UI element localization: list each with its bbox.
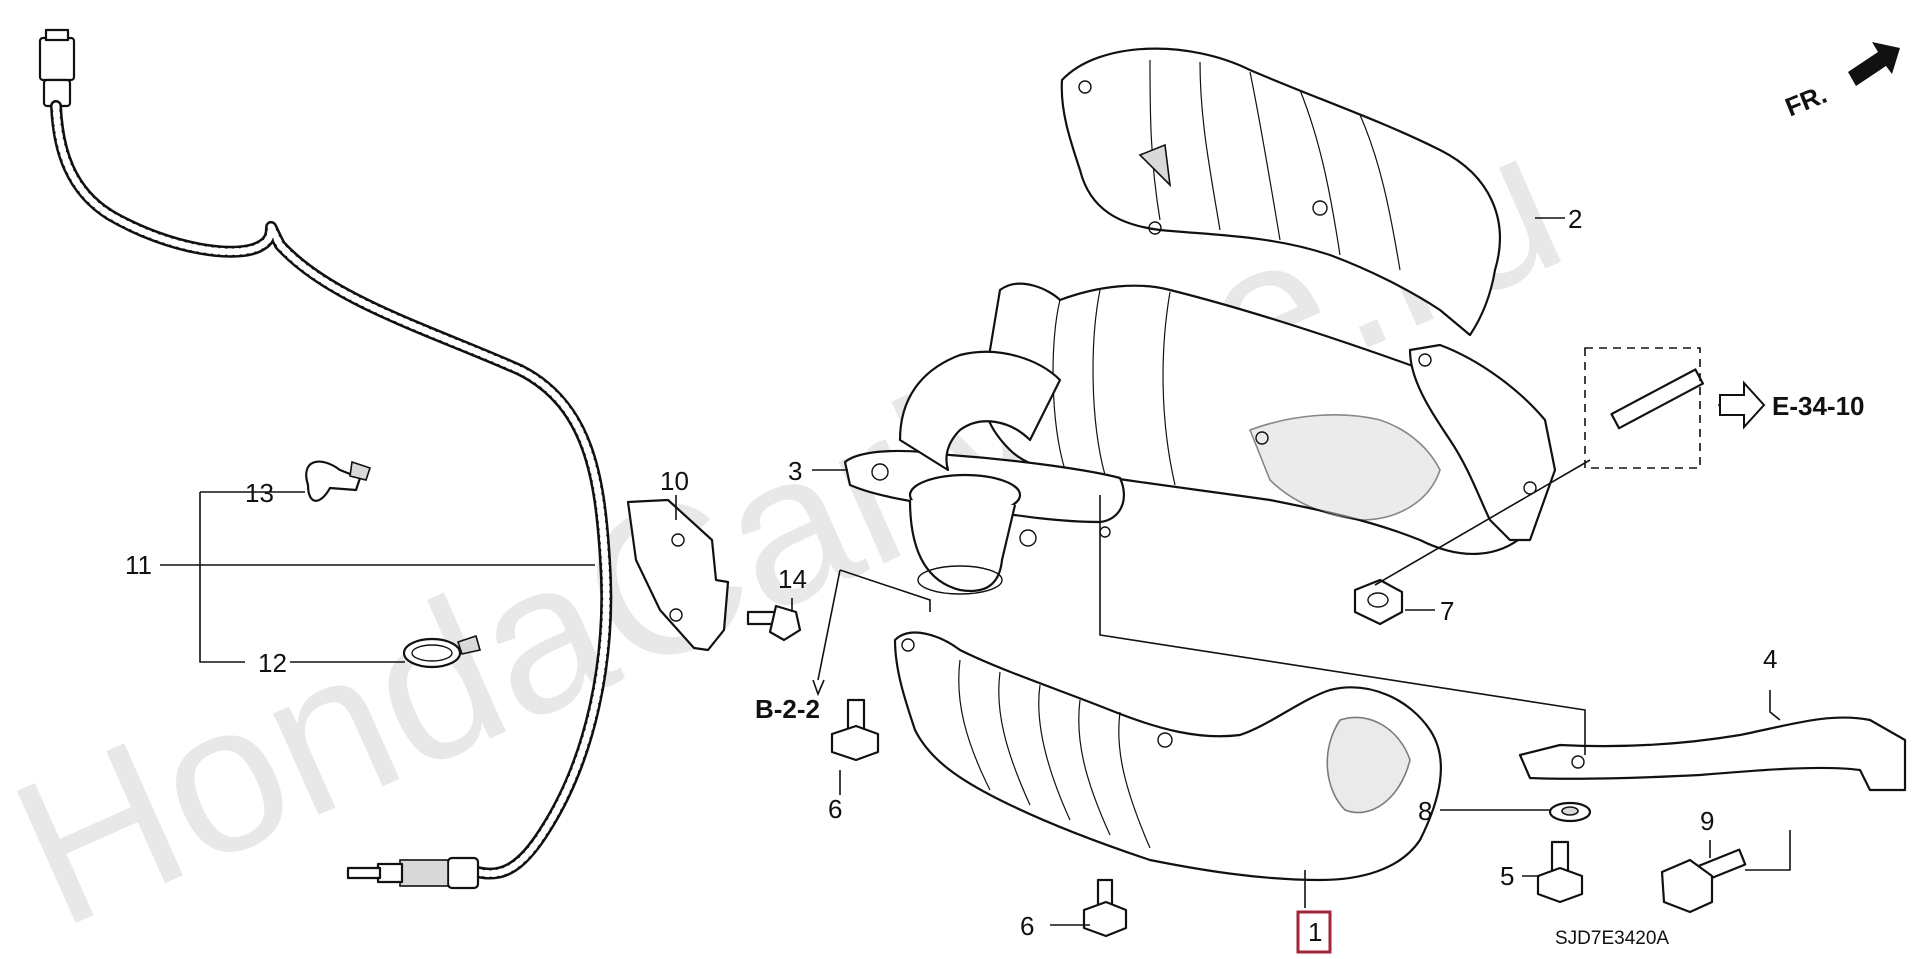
front-direction-label: FR. — [1781, 79, 1831, 123]
callout-4[interactable]: 4 — [1763, 644, 1777, 674]
bolt-9[interactable] — [1660, 848, 1747, 914]
reference-e-34-10[interactable]: E-34-10 — [1772, 391, 1865, 421]
wire-clip-12[interactable] — [402, 634, 482, 669]
bolt-5[interactable] — [1536, 840, 1584, 904]
callout-1-highlight — [1296, 910, 1332, 954]
upper-heat-shield-2[interactable] — [1060, 47, 1501, 337]
nut-7[interactable] — [1353, 578, 1404, 626]
callout-3[interactable]: 3 — [788, 456, 802, 486]
catalytic-converter-3[interactable] — [843, 282, 1557, 595]
stud-bolt[interactable] — [1610, 368, 1705, 430]
drawing-code: SJD7E3420A — [1555, 928, 1669, 949]
leader-lines — [160, 217, 1791, 926]
callout-10[interactable]: 10 — [660, 466, 689, 496]
callout-2[interactable]: 2 — [1568, 204, 1582, 234]
bolt-6-lower[interactable] — [1082, 878, 1128, 938]
callout-13[interactable]: 13 — [245, 478, 274, 508]
wire-clip-13[interactable] — [305, 460, 372, 502]
callout-11[interactable]: 11 — [125, 550, 152, 580]
callout-1[interactable]: 1 — [1308, 917, 1322, 947]
bolt-6-upper[interactable] — [830, 698, 880, 762]
callout-12[interactable]: 12 — [258, 648, 287, 678]
reference-arrow-icon — [1719, 380, 1766, 430]
callout-8[interactable]: 8 — [1418, 796, 1432, 826]
callout-9[interactable]: 9 — [1700, 806, 1714, 836]
front-direction-arrow-icon — [1848, 42, 1900, 86]
callout-5[interactable]: 5 — [1500, 861, 1514, 891]
callout-6-lower[interactable]: 6 — [1020, 911, 1034, 941]
sensor-bracket-10[interactable] — [626, 498, 730, 652]
converter-stay-4[interactable] — [1518, 716, 1907, 792]
reference-b-2-2[interactable]: B-2-2 — [755, 694, 820, 724]
stud-detail-box — [1584, 347, 1701, 469]
washer-8[interactable] — [1548, 801, 1592, 823]
callout-7[interactable]: 7 — [1440, 596, 1454, 626]
bolt-14[interactable] — [746, 604, 802, 642]
callout-14[interactable]: 14 — [778, 564, 807, 594]
oxygen-sensor-harness[interactable] — [38, 28, 613, 890]
lower-heat-shield-1[interactable] — [893, 631, 1442, 882]
callout-6-upper[interactable]: 6 — [828, 794, 842, 824]
